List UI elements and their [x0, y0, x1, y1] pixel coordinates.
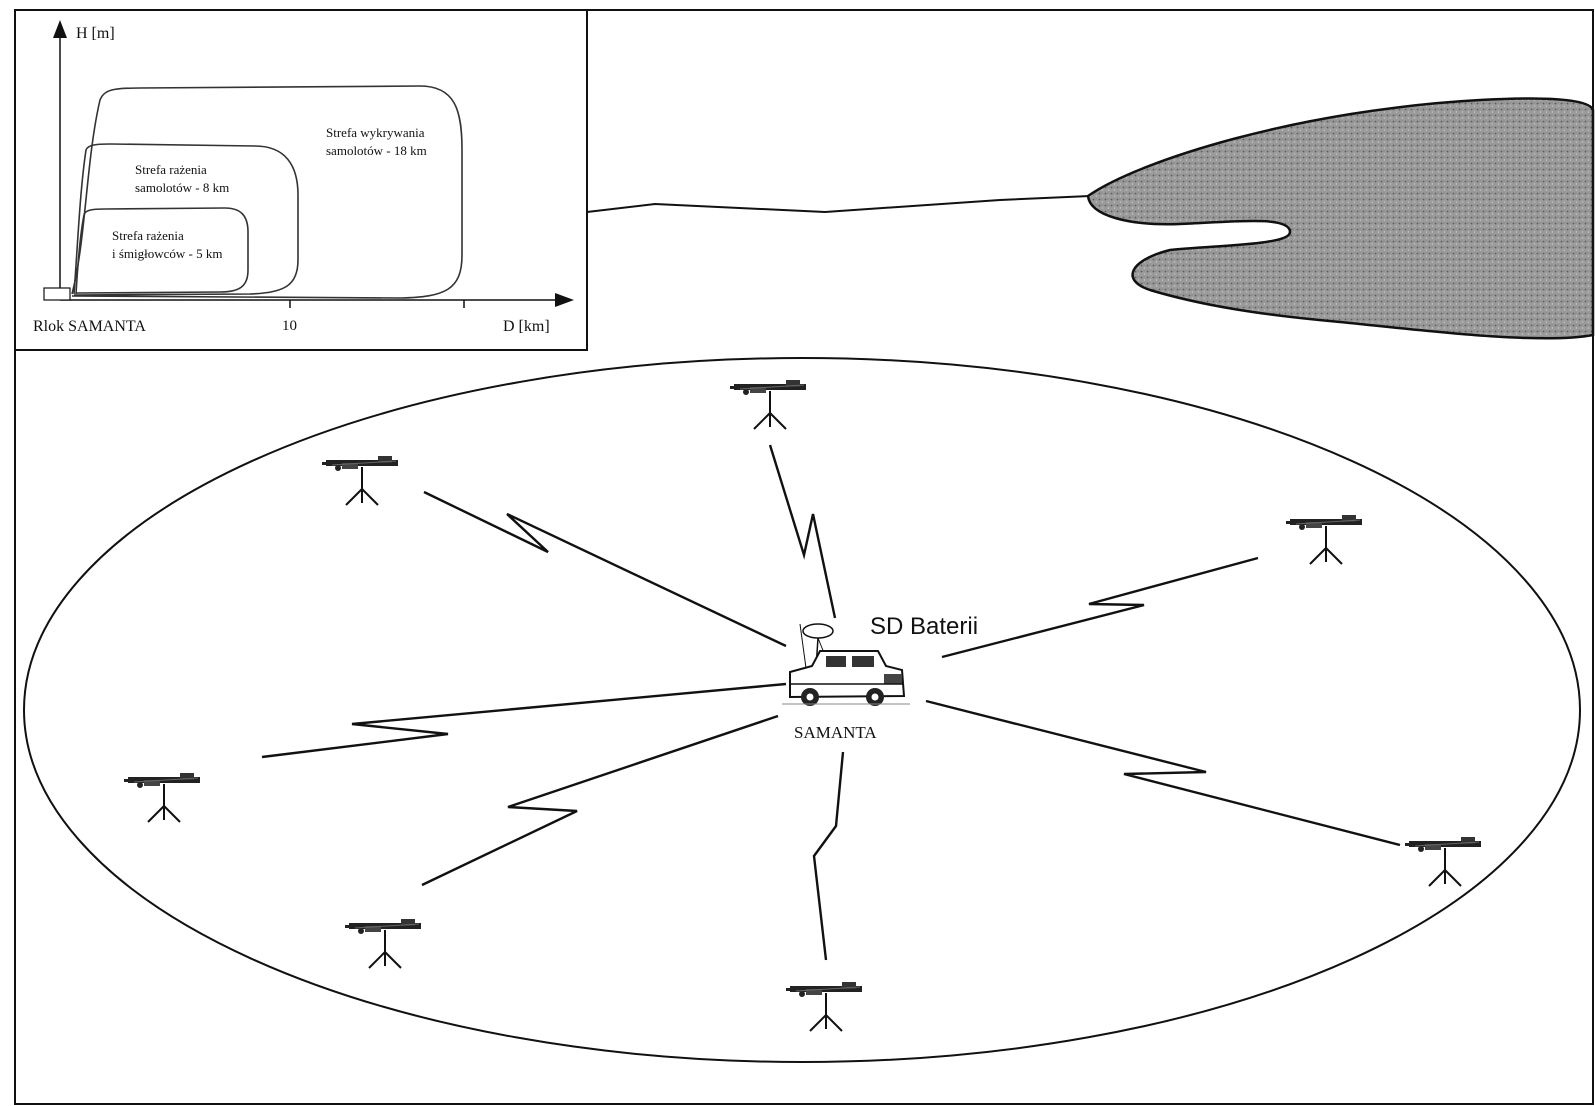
zone-label-detection-line1: Strefa wykrywania [326, 125, 425, 140]
outer-frame [14, 9, 1594, 1105]
radio-links [261, 444, 1401, 961]
radio-link-upper-right [941, 556, 1259, 659]
inset-range-chart: H [m] D [km] 10 Rlok SAMANTA Strefa wykr… [14, 9, 588, 351]
x-axis-label: D [km] [503, 318, 550, 335]
launcher-upper-right [1285, 514, 1363, 565]
radar-antenna-icon [802, 623, 834, 639]
radar-origin-box [43, 287, 71, 301]
horizon-line [586, 195, 1091, 214]
vehicle-label: SAMANTA [794, 723, 877, 742]
launcher-top [729, 379, 807, 430]
radio-link-lower-left [421, 714, 779, 887]
center-title: SD Baterii [870, 613, 978, 640]
zone-label-helicopter-line2: i śmigłowców - 5 km [112, 246, 223, 261]
y-axis-arrow [53, 20, 67, 38]
zone-label-helicopter-line1: Strefa rażenia [112, 228, 184, 243]
zone-helicopter-curve [75, 207, 249, 295]
inset-frame [14, 9, 588, 351]
antenna-strut-2 [799, 623, 807, 669]
launcher-left [123, 772, 201, 823]
launcher-bottom [785, 981, 863, 1032]
x-axis-arrow [555, 293, 574, 307]
radio-link-upper-left [423, 490, 787, 648]
zone-aircraft-curve [73, 143, 299, 296]
vehicle-icon [782, 650, 910, 706]
zone-detection-curve [71, 85, 463, 299]
launcher-lower-right [1404, 836, 1482, 887]
zone-label-aircraft-line1: Strefa rażenia [135, 162, 207, 177]
radio-link-top [768, 444, 837, 619]
y-axis-label: H [m] [76, 25, 115, 42]
origin-label: Rlok SAMANTA [33, 318, 146, 335]
launcher-upper-left [321, 455, 399, 506]
coverage-ellipse [23, 357, 1581, 1063]
zone-label-aircraft-line2: samolotów - 8 km [135, 180, 229, 195]
zone-label-detection-line2: samolotów - 18 km [326, 143, 427, 158]
radio-link-lower-right [925, 699, 1401, 847]
command-vehicle: SD Baterii SAMANTA [782, 613, 978, 742]
terrain-shape [1086, 97, 1595, 340]
x-tick-label: 10 [282, 318, 297, 334]
radio-link-bottom [812, 751, 845, 961]
radio-link-left [261, 682, 787, 759]
launcher-lower-left [344, 918, 422, 969]
